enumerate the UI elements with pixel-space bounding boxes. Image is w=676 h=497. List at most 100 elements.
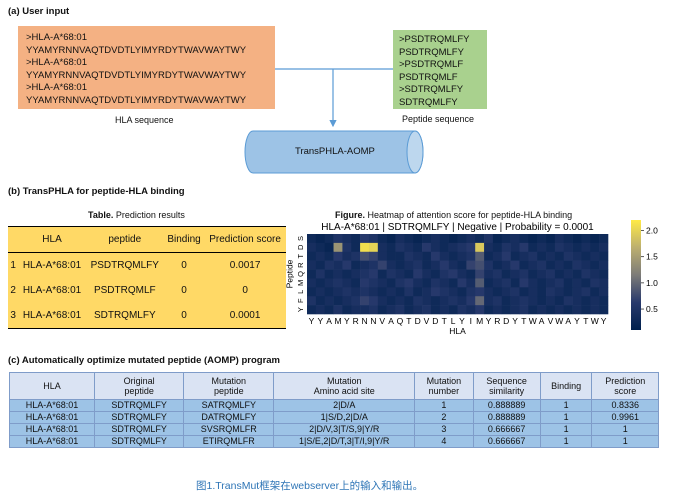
heatmap-cell xyxy=(395,234,405,244)
prediction-table-title: Table. Prediction results xyxy=(88,210,185,220)
x-tick-label: A xyxy=(326,316,332,326)
heatmap-cell xyxy=(510,234,520,244)
heatmap-cell xyxy=(413,305,423,315)
cell-hla: HLA-A*68:01 xyxy=(22,310,82,321)
heatmap-cell xyxy=(430,242,441,253)
heatmap-cell xyxy=(439,260,449,270)
heatmap-cell xyxy=(563,278,573,288)
heatmap-cell xyxy=(351,305,361,315)
heatmap-cell xyxy=(546,278,556,288)
heatmap-cell xyxy=(466,278,476,288)
heatmap-cell xyxy=(448,269,458,279)
heatmap-cell xyxy=(501,242,511,253)
heatmap-cell xyxy=(395,260,405,270)
heatmap-cell xyxy=(519,278,529,288)
heatmap-cell xyxy=(386,251,396,261)
heatmap-cell xyxy=(554,251,565,261)
heatmap-cell xyxy=(572,251,582,261)
heatmap-cell xyxy=(581,296,591,306)
cell-score: 0.0017 xyxy=(229,260,261,271)
heatmap-cell xyxy=(324,234,334,244)
header-binding: Binding xyxy=(167,234,201,245)
heatmap-cell xyxy=(590,296,600,306)
heatmap-cell xyxy=(315,251,326,261)
heatmap-cell xyxy=(572,305,582,315)
x-tick-label: A xyxy=(539,316,545,326)
heatmap-cell xyxy=(395,269,405,279)
heatmap-cell xyxy=(581,269,591,279)
heatmap-cell xyxy=(448,278,458,288)
heatmap-cell xyxy=(307,296,317,306)
heatmap-cell xyxy=(315,234,326,244)
aomp-cell: 1 xyxy=(414,399,474,412)
aomp-cell: 0.666667 xyxy=(472,435,541,448)
heatmap-cell xyxy=(528,242,538,253)
attention-heatmap: HLA-A*68:01 | SDTRQMLFY | Negative | Pro… xyxy=(284,220,658,336)
cell-score: 0 xyxy=(242,285,248,296)
peptide-line: >SDTRQMLFY xyxy=(399,84,464,95)
heatmap-cell xyxy=(307,287,317,297)
header-peptide: peptide xyxy=(108,234,142,245)
heatmap-cell xyxy=(466,242,476,253)
heatmap-cell xyxy=(510,260,520,270)
heatmap-cell xyxy=(439,278,449,288)
aomp-header-cell: Binding xyxy=(539,372,593,400)
cell-binding: 0 xyxy=(181,260,187,271)
aomp-cell: 4 xyxy=(414,435,474,448)
x-tick-label: W xyxy=(529,316,537,326)
heatmap-cell xyxy=(342,234,352,244)
aomp-cell: SDTRQMLFY xyxy=(93,399,185,412)
heatmap-cell xyxy=(333,242,343,253)
heatmap-cell xyxy=(324,269,334,279)
heatmap-cell xyxy=(360,242,370,253)
cell-peptide: PSDTRQMLFY xyxy=(90,260,159,271)
heatmap-cell xyxy=(475,287,485,297)
heatmap-cell xyxy=(395,242,405,253)
figure-label: Figure. xyxy=(335,210,366,220)
heatmap-cell xyxy=(528,305,538,315)
heatmap-cell xyxy=(572,234,582,244)
heatmap-cell xyxy=(581,234,591,244)
heatmap-cell xyxy=(519,260,529,270)
heatmap-cell xyxy=(599,260,609,270)
table-row: 2 HLA-A*68:01 PSDTRQMLF 0 0 xyxy=(8,278,286,303)
heatmap-cell xyxy=(413,296,423,306)
heatmap-cell xyxy=(581,260,591,270)
heatmap-cell xyxy=(537,234,547,244)
hla-line: YYAMYRNNVAQTDVDTLYIMYRDYTWAVWAYTWY xyxy=(26,44,247,56)
heatmap-cell xyxy=(333,305,343,315)
heatmap-cell xyxy=(554,296,565,306)
y-tick-label: D xyxy=(296,244,305,250)
y-tick-label: T xyxy=(296,254,305,259)
heatmap-cell xyxy=(413,251,423,261)
heatmap-cell xyxy=(430,278,441,288)
heatmap-cell xyxy=(528,260,538,270)
heatmap-cell xyxy=(395,305,405,315)
heatmap-cell xyxy=(484,251,494,261)
heatmap-cell xyxy=(395,251,405,261)
x-tick-label: T xyxy=(583,316,588,326)
heatmap-cell xyxy=(413,287,423,297)
heatmap-cell xyxy=(324,287,334,297)
heatmap-cell xyxy=(404,287,414,297)
heatmap-cell xyxy=(368,305,379,315)
x-tick-label: T xyxy=(406,316,411,326)
x-tick-label: W xyxy=(591,316,599,326)
x-tick-label: R xyxy=(353,316,359,326)
heatmap-cell xyxy=(519,305,529,315)
heatmap-cell xyxy=(572,278,582,288)
peptide-line: SDTRQMLFY xyxy=(399,96,458,108)
x-tick-label: I xyxy=(470,316,472,326)
heatmap-cell xyxy=(475,260,485,270)
heatmap-cell xyxy=(466,305,476,315)
heatmap-cell xyxy=(492,242,503,253)
heatmap-cell xyxy=(404,269,414,279)
heatmap-cell xyxy=(563,234,573,244)
heatmap-cell xyxy=(368,251,379,261)
heatmap-cell xyxy=(360,305,370,315)
y-tick-label: Y xyxy=(296,307,305,312)
heatmap-cell xyxy=(377,260,387,270)
